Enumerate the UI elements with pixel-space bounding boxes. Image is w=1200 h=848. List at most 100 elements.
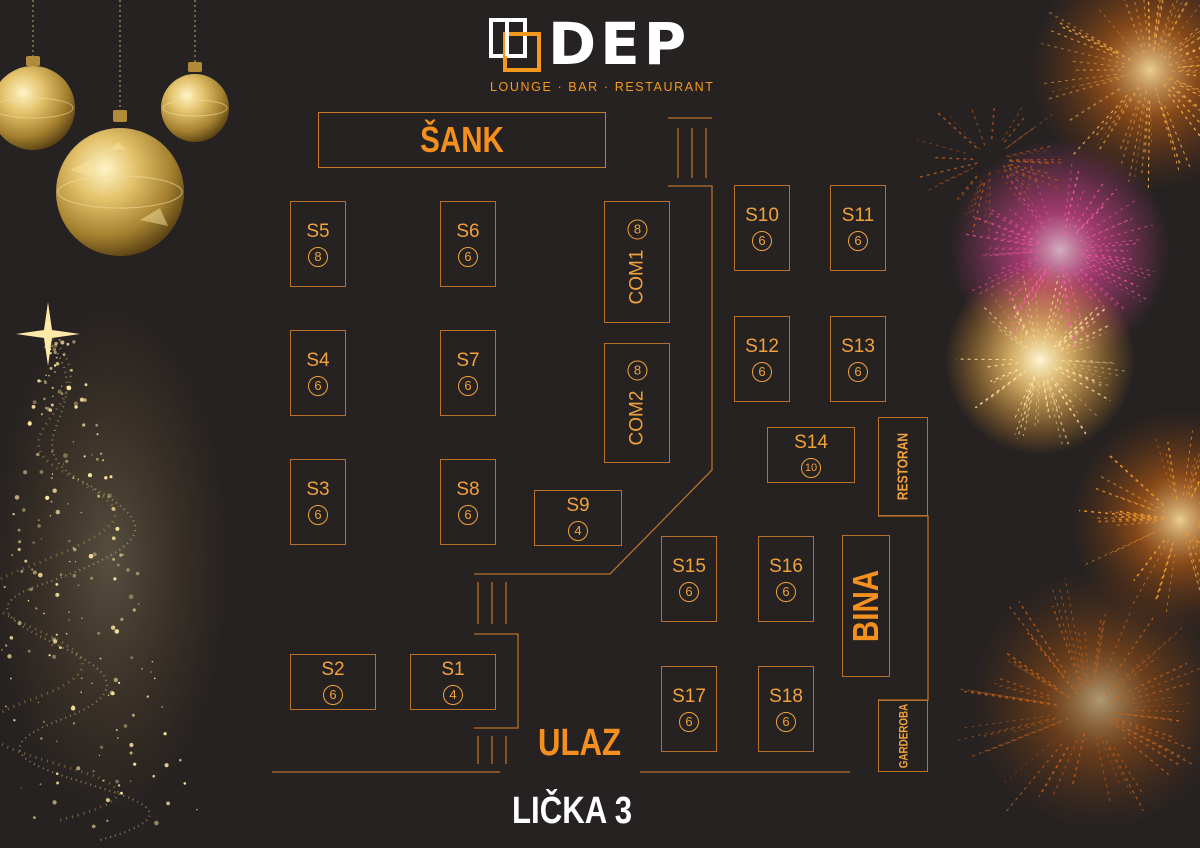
firework-ray [1071,94,1128,157]
firework-ray [988,247,1033,251]
firework-ray [1106,625,1185,696]
firework-ray [1067,364,1121,377]
table-com2[interactable]: COM2 8 [604,343,670,463]
restaurant-area[interactable]: RESTORAN [878,417,928,516]
sparkle [80,511,83,514]
seat-count-badge: 6 [752,362,772,382]
table-s16[interactable]: S16 6 [758,536,814,622]
firework-ray [1177,64,1200,68]
table-s12[interactable]: S12 6 [734,316,790,402]
firework-ray [1005,263,1047,304]
firework-ray [1167,36,1200,59]
firework-ray [1014,380,1034,435]
table-s8[interactable]: S8 6 [440,459,496,545]
firework-ray [1115,717,1175,739]
stage-area[interactable]: BINA [842,535,890,677]
sparkle [153,677,156,680]
firework-ray [1041,373,1051,420]
firework-ray [1094,620,1105,675]
sparkle [116,563,120,567]
table-s1[interactable]: S1 4 [410,654,496,710]
firework-ray [1183,534,1200,592]
bar-counter[interactable]: ŠANK [318,112,606,168]
firework-ray [1195,540,1200,548]
table-s15[interactable]: S15 6 [661,536,717,622]
table-name: S2 [321,659,345,680]
firework-ray [1046,282,1064,336]
sparkle [91,682,93,684]
firework-ray [1053,364,1106,388]
firework-ray [1074,263,1121,310]
table-s13[interactable]: S13 6 [830,316,886,402]
firework-ray [1073,217,1133,245]
firework-ray [1115,722,1186,759]
table-s9[interactable]: S9 4 [534,490,622,546]
sparkle [95,457,99,461]
firework-ray [1096,86,1139,146]
sparkle [83,455,86,458]
sparkle [66,342,70,346]
sparkle [63,453,68,458]
table-s18[interactable]: S18 6 [758,666,814,752]
table-s10[interactable]: S10 6 [734,185,790,271]
firework-ray [1002,165,1040,184]
cloakroom-area[interactable]: GARDEROBA [878,700,928,772]
seat-count-badge: 6 [776,582,796,602]
sparkle [164,763,169,768]
table-s17[interactable]: S17 6 [661,666,717,752]
firework-ray [1060,360,1112,364]
sparkle [82,423,86,427]
firework-ray [1188,553,1200,593]
table-s7[interactable]: S7 6 [440,330,496,416]
firework-ray [1046,379,1058,410]
fireworks-icon [945,0,1200,830]
sparkle [42,720,46,723]
sparkle [133,762,137,766]
firework-ray [1062,26,1116,54]
sparkle [51,473,54,475]
sparkle [100,745,104,749]
firework-ray [990,368,1019,383]
sparkle [151,660,154,663]
firework-ray [1004,117,1025,143]
table-s14[interactable]: S14 10 [767,427,855,483]
firework-ray [1077,188,1118,232]
table-s5[interactable]: S5 8 [290,201,346,287]
sparkle [40,737,43,740]
table-s2[interactable]: S2 6 [290,654,376,710]
sparkle [37,519,40,522]
sparkle [106,819,109,822]
firework-ray [1188,545,1200,582]
sparkle [48,374,50,377]
firework-ray [1160,0,1178,43]
sparkle [90,576,94,580]
table-s11[interactable]: S11 6 [830,185,886,271]
sparkle [65,632,68,635]
firework-ray [1005,176,1028,199]
sparkle [196,808,198,811]
table-s3[interactable]: S3 6 [290,459,346,545]
firework-ray [990,105,996,139]
firework-ray [956,175,978,200]
sparkle [43,380,46,382]
firework-ray [961,232,1032,246]
sparkle [50,476,53,480]
sparkle [51,345,54,348]
firework-ray [974,372,1023,409]
table-s4[interactable]: S4 6 [290,330,346,416]
brand-tagline: LOUNGE · BAR · RESTAURANT [490,80,715,94]
sparkle [37,379,41,383]
firework-ray [958,176,978,201]
table-s6[interactable]: S6 6 [440,201,496,287]
table-com1[interactable]: COM1 8 [604,201,670,323]
sparkle [44,381,47,384]
firework-ray [1058,327,1085,347]
firework-ray [1085,533,1152,565]
seat-count-badge: 6 [776,712,796,732]
firework-ray [1078,75,1126,87]
sparkle [99,452,103,455]
firework-ray [1109,721,1182,767]
firework-ray [1109,511,1147,517]
firework-ray [1175,90,1200,112]
sparkle [111,536,116,541]
